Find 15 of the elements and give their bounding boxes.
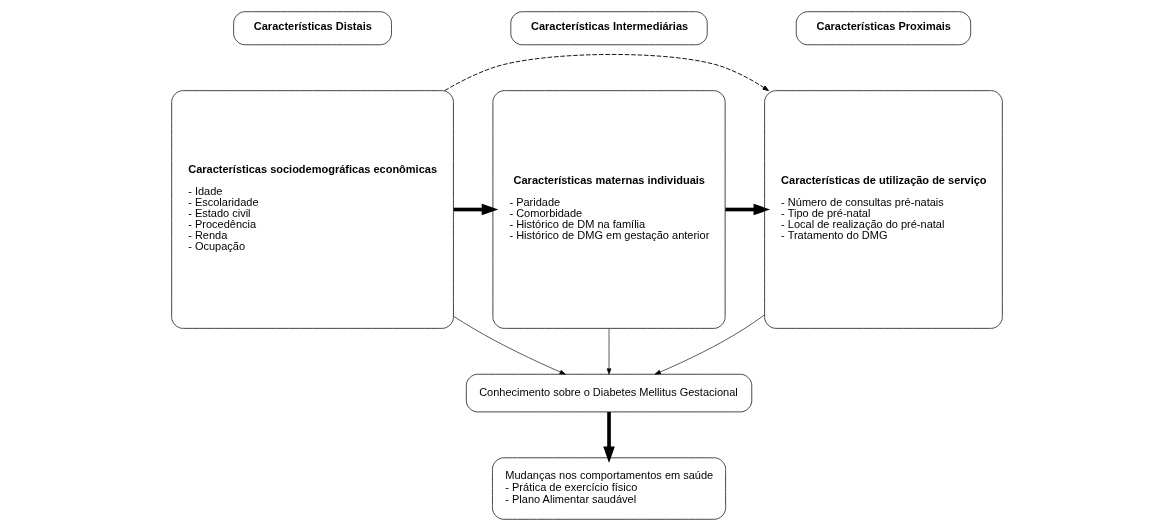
arrow <box>444 54 769 92</box>
arrow <box>453 316 566 375</box>
node-box: Características Distais <box>233 11 392 46</box>
node-box: Características Intermediárias <box>510 11 708 46</box>
arrow <box>606 328 612 375</box>
node-box: Características de utilização de serviço - Número de consultas pré-natais - Tipo de pré-natal - Local de realização do pré-natal - Tratamento do DMG <box>764 90 1003 329</box>
node-box: Características Proximais <box>795 11 972 46</box>
arrow <box>453 203 499 216</box>
arrow <box>603 412 615 464</box>
node-box: Características sociodemográficas econômicas - Idade - Escolaridade - Estado civil - Procedência - Renda - Ocupação <box>171 90 454 329</box>
arrow <box>725 203 771 216</box>
node-box: Características maternas individuais - Paridade - Comorbidade - Histórico de DM na família - Histórico de DMG em gestação anterior <box>492 90 726 329</box>
node-box: Mudanças nos comportamentos em saúde - Prática de exercício físico - Plano Alimentar saudável <box>492 457 727 520</box>
node-box: Conhecimento sobre o Diabetes Mellitus Gestacional <box>465 373 753 413</box>
arrow <box>654 314 765 375</box>
